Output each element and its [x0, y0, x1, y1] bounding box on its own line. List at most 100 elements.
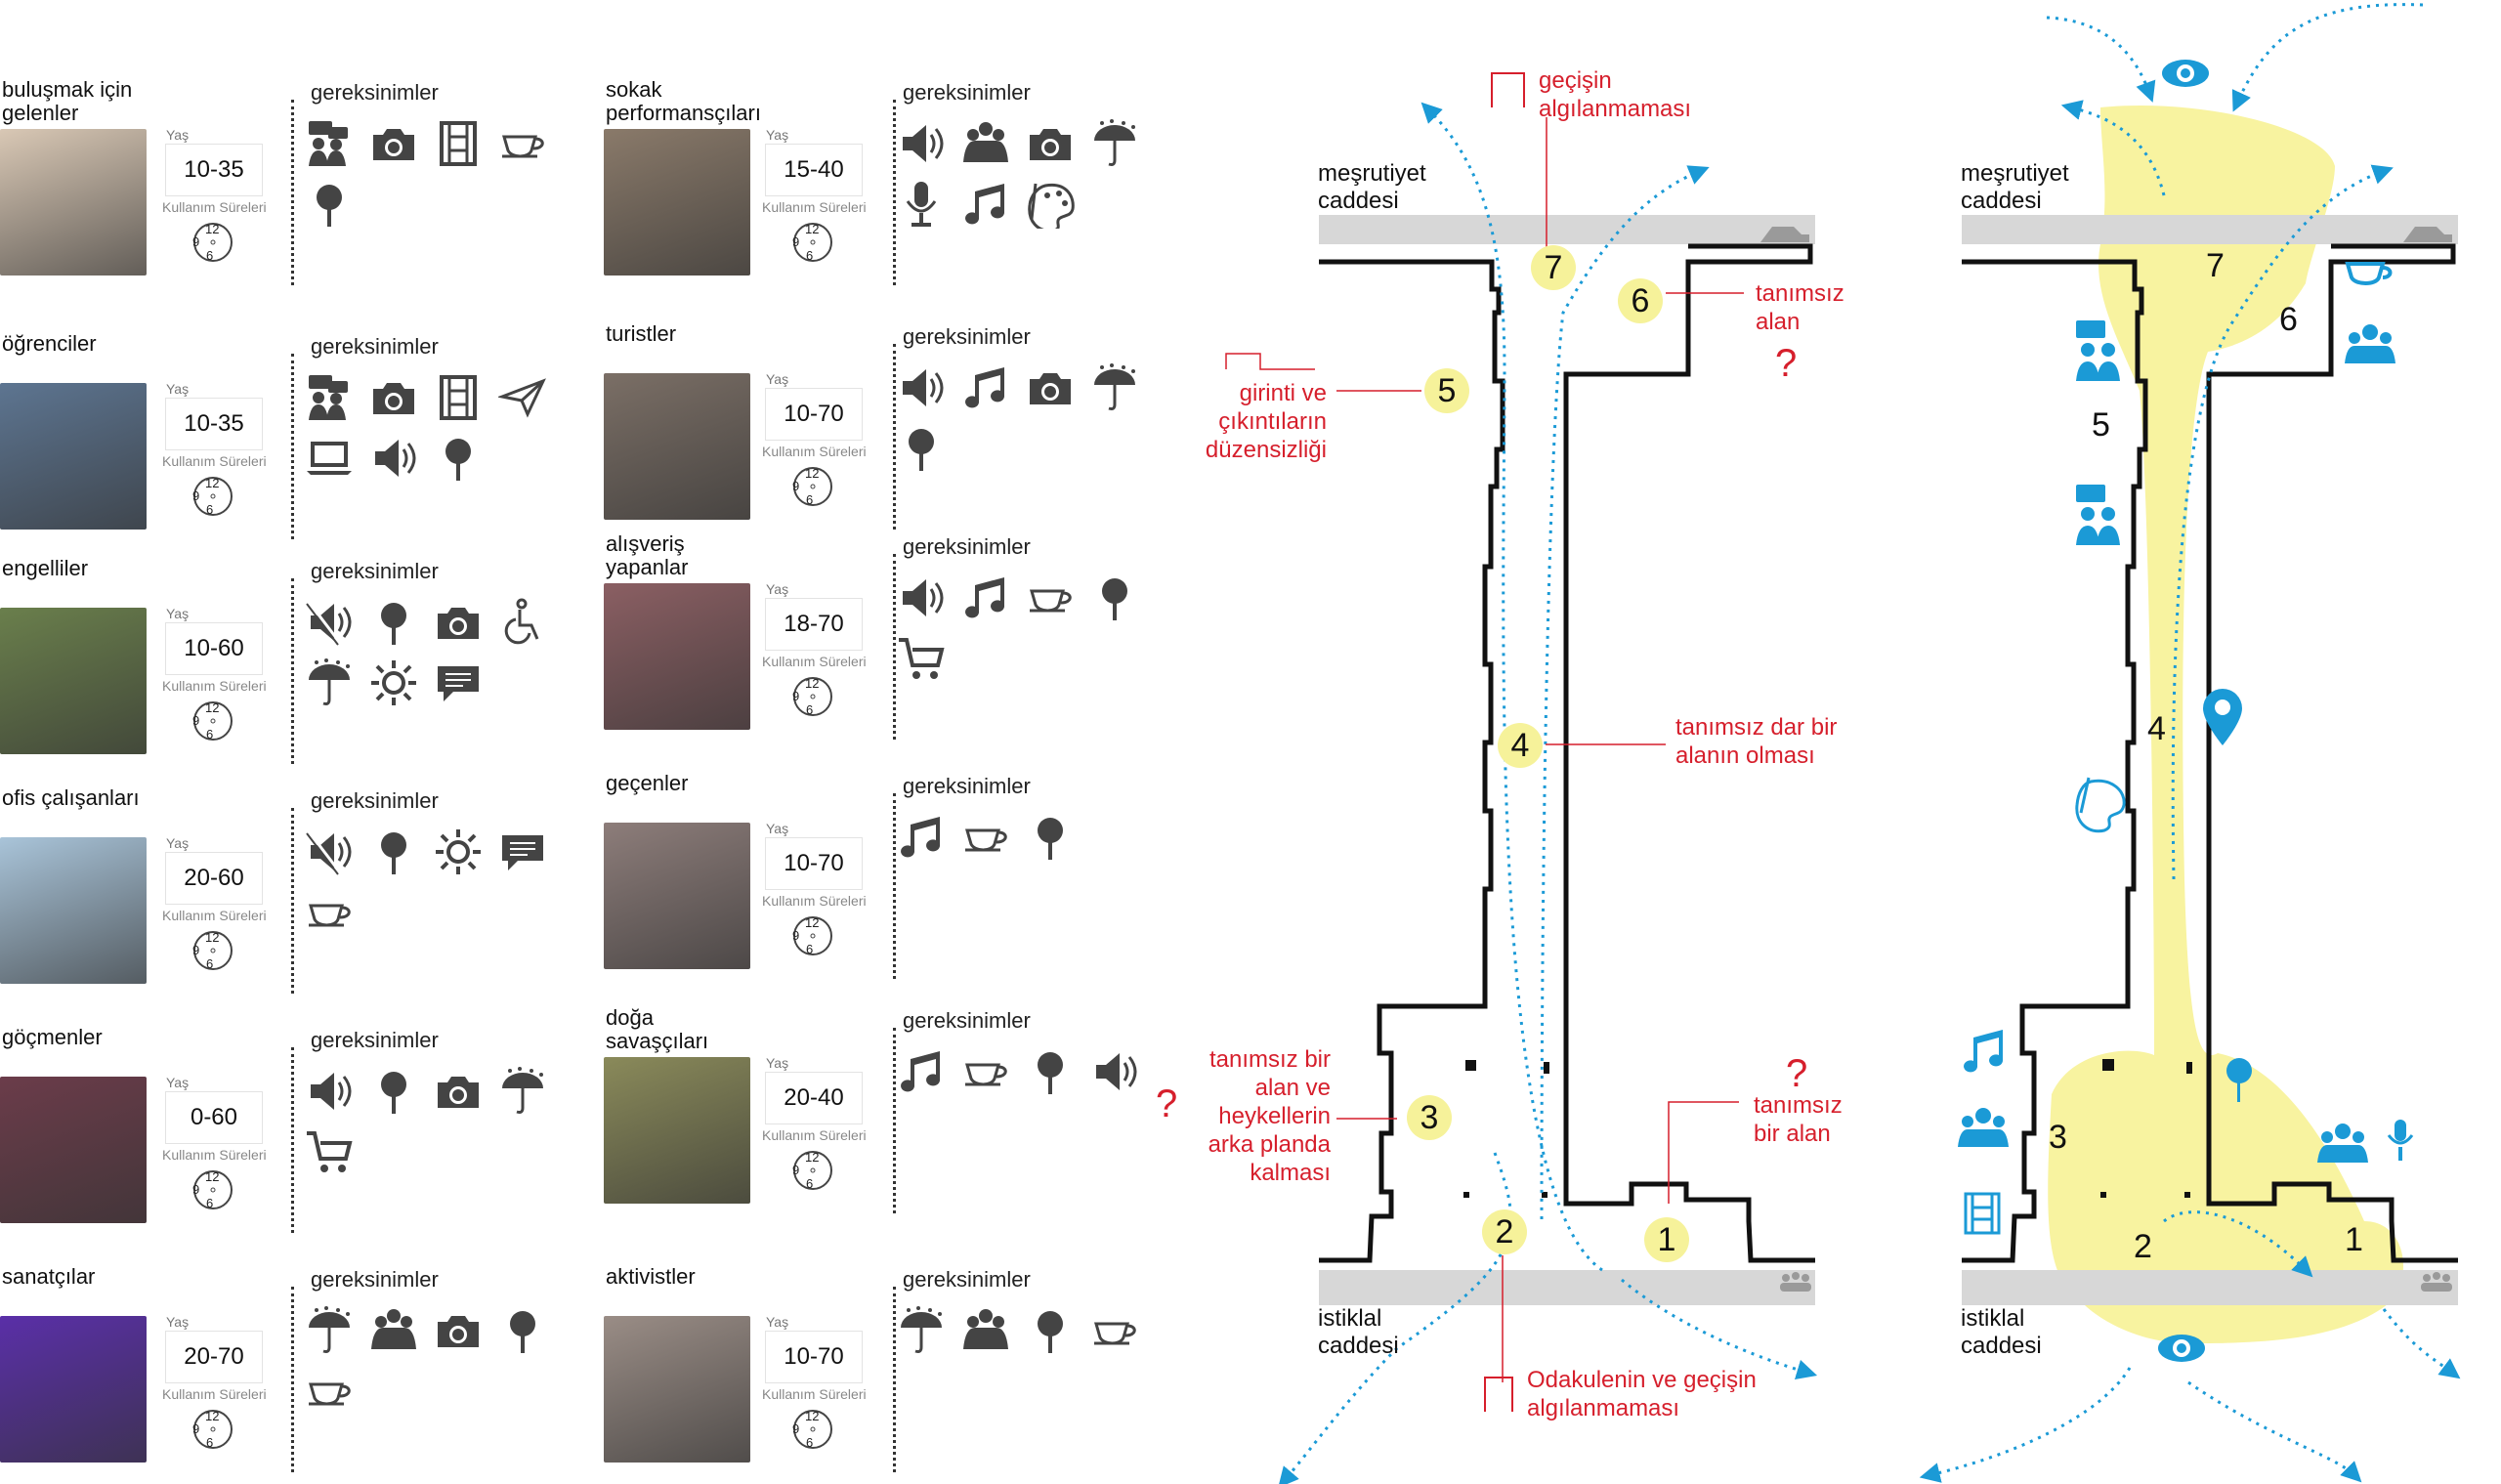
clock-hour-label: 12 — [805, 1150, 820, 1165]
group-photo — [0, 1077, 147, 1223]
age-range-box: 20-60 — [166, 853, 262, 904]
group-photo — [0, 608, 147, 754]
people-icon — [2317, 1124, 2368, 1163]
usage-duration-caption: Kullanım Süreleri — [762, 654, 867, 669]
divider — [893, 1028, 896, 1213]
tree-icon — [1026, 1306, 1075, 1355]
eye-icon — [2158, 1335, 2205, 1362]
clock-icon — [193, 1170, 233, 1209]
clock-hour-label: 6 — [206, 502, 214, 517]
group-photo — [604, 823, 750, 969]
camera-icon — [1026, 363, 1075, 412]
cup-icon — [961, 1047, 1010, 1096]
needs-icons — [305, 827, 549, 937]
cup-icon — [961, 813, 1010, 862]
clock-hour-label: 6 — [806, 702, 814, 717]
camera-icon — [434, 1067, 483, 1116]
age-caption: Yaş — [766, 371, 789, 387]
camera-icon — [369, 119, 418, 168]
needs-icons — [897, 1047, 1141, 1096]
umbrella-rain-icon — [1090, 363, 1139, 412]
camera-icon — [1026, 119, 1075, 168]
usage-duration-caption: Kullanım Süreleri — [162, 908, 267, 923]
age-range-box: 10-35 — [166, 145, 262, 195]
needs-title: gereksinimler — [903, 324, 1031, 349]
age-range-box: 10-60 — [166, 623, 262, 674]
tree-icon — [2226, 1058, 2252, 1102]
needs-icons — [305, 373, 549, 483]
paper-plane-icon — [496, 373, 547, 422]
cart-icon — [897, 634, 946, 683]
umbrella-rain-icon — [305, 658, 354, 707]
clock-icon — [793, 223, 832, 262]
tree-icon — [498, 1306, 547, 1355]
clock-icon — [793, 1151, 832, 1190]
cup-icon — [305, 1367, 354, 1416]
eye-icon — [2162, 60, 2209, 87]
group-photo — [0, 1316, 147, 1463]
clock-hour-label: 6 — [206, 727, 214, 742]
clock-hour-label: 9 — [192, 943, 200, 957]
needs-title: gereksinimler — [903, 534, 1031, 559]
age-range-box: 0-60 — [166, 1092, 262, 1143]
clock-icon — [193, 931, 233, 970]
age-caption: Yaş — [766, 581, 789, 597]
zone-number-2: 2 — [2134, 1228, 2152, 1265]
meeting-icon — [2076, 320, 2120, 381]
clock-hour-label: 12 — [205, 222, 220, 236]
needs-icons — [305, 119, 549, 229]
group-label: geçenler — [606, 771, 689, 795]
group-label: sokak performansçıları — [606, 77, 761, 125]
zone-number-3: 3 — [2049, 1119, 2067, 1156]
music-icon — [961, 363, 1010, 412]
needs-icons — [897, 1306, 1141, 1355]
car-icon — [1760, 227, 1809, 242]
speaker-icon — [305, 1067, 354, 1116]
needs-title: gereksinimler — [903, 774, 1031, 798]
age-range-box: 20-70 — [166, 1332, 262, 1382]
zone-marker-1: 1 — [1644, 1217, 1689, 1262]
divider — [291, 354, 294, 539]
tree-icon — [434, 434, 483, 483]
street-bottom-band — [1319, 1270, 1815, 1305]
age-caption: Yaş — [766, 1314, 789, 1330]
street-top-label: meşrutiyet caddesi — [1318, 160, 1426, 214]
question-mark-3: ? — [1156, 1082, 1178, 1125]
microphone-icon — [897, 180, 946, 229]
cup-icon — [2345, 262, 2393, 285]
usage-duration-caption: Kullanım Süreleri — [162, 678, 267, 694]
location-pin-icon — [2203, 689, 2242, 745]
zone-marker-3: 3 — [1407, 1095, 1452, 1140]
sun-icon — [369, 658, 418, 707]
speaker-icon — [897, 119, 946, 168]
group-label: sanatçılar — [2, 1264, 96, 1289]
tree-icon — [305, 180, 354, 229]
zone-number-5: 5 — [2092, 406, 2110, 444]
clock-hour-label: 9 — [792, 1163, 800, 1177]
camera-icon — [369, 373, 418, 422]
clock-hour-label: 9 — [192, 1421, 200, 1436]
group-photo — [0, 383, 147, 530]
age-caption: Yaş — [166, 1075, 190, 1090]
annotation-3: tanımsız bir alan ve heykellerin arka pl… — [1208, 1046, 1331, 1186]
wheelchair-icon — [498, 598, 547, 647]
music-icon — [961, 180, 1010, 229]
group-label: öğrenciler — [2, 331, 97, 356]
zone-marker-7: 7 — [1531, 245, 1576, 290]
clock-hour-label: 6 — [806, 1435, 814, 1450]
age-range-box: 15-40 — [766, 145, 862, 195]
usage-duration-caption: Kullanım Süreleri — [762, 199, 867, 215]
usage-duration-caption: Kullanım Süreleri — [762, 1386, 867, 1402]
group-label: aktivistler — [606, 1264, 696, 1289]
annotation-4: tanımsız dar bir alanın olması — [1675, 714, 1838, 769]
clock-hour-label: 9 — [792, 479, 800, 493]
clock-hour-label: 9 — [792, 689, 800, 703]
people-icon — [2345, 324, 2395, 363]
group-photo — [604, 1316, 750, 1463]
group-label: turistler — [606, 321, 677, 346]
usage-duration-caption: Kullanım Süreleri — [762, 1127, 867, 1143]
clock-hour-label: 12 — [205, 700, 220, 715]
clock-icon — [193, 223, 233, 262]
clock-hour-label: 6 — [206, 956, 214, 971]
zone-number-6: 6 — [2279, 301, 2298, 338]
